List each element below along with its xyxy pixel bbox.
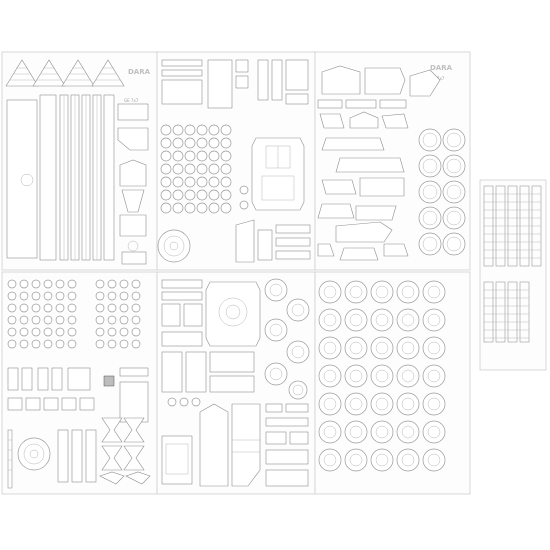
- mid-parts: [161, 351, 255, 407]
- lower-small-parts-bm: [265, 403, 309, 487]
- bracket-parts: [7, 367, 149, 423]
- sheet-top-left: [1, 51, 158, 271]
- idler-wheel-rings: [418, 128, 466, 256]
- sheet-top-right: DARA GE 7x7: [314, 51, 471, 271]
- side-parts: [117, 103, 149, 265]
- sprocket-disc: [7, 429, 51, 489]
- engine-deck-part: [251, 137, 305, 211]
- hourglass-parts: [99, 417, 151, 485]
- sheet-bottom-right: [314, 271, 471, 495]
- road-wheels-grid: [160, 124, 232, 214]
- logo-text: DARA: [128, 68, 151, 76]
- hull-strips: [6, 94, 115, 261]
- wheel-rings-column: [264, 278, 310, 400]
- top-small-parts: [161, 279, 203, 347]
- misc-parts-bl: [57, 429, 97, 483]
- road-wheel-rings-large: [318, 280, 446, 472]
- sheet-top-middle: DARA GE 7x7: [124, 51, 316, 271]
- track-links-strip: [479, 179, 547, 371]
- chevron-parts: [5, 59, 125, 87]
- logo-text-2: DARA: [430, 64, 453, 72]
- highlighted-part: [103, 375, 115, 387]
- small-parts-top: [161, 59, 309, 109]
- logo-block: DARA GE 7x7: [124, 68, 151, 103]
- turret-top-part: [205, 281, 261, 347]
- track-links-bottom: [483, 281, 530, 343]
- sheet-bottom-middle: [156, 271, 316, 495]
- hull-panels: [317, 65, 441, 261]
- sheet-code-text: GE 7x7: [124, 98, 139, 103]
- small-rings-grid: [7, 279, 141, 349]
- side-skirt-parts: [161, 403, 261, 487]
- track-links-top: [483, 185, 542, 267]
- sheet-bottom-left: [1, 271, 158, 495]
- large-disc-part: [157, 229, 191, 263]
- small-parts-bottom: [235, 185, 311, 263]
